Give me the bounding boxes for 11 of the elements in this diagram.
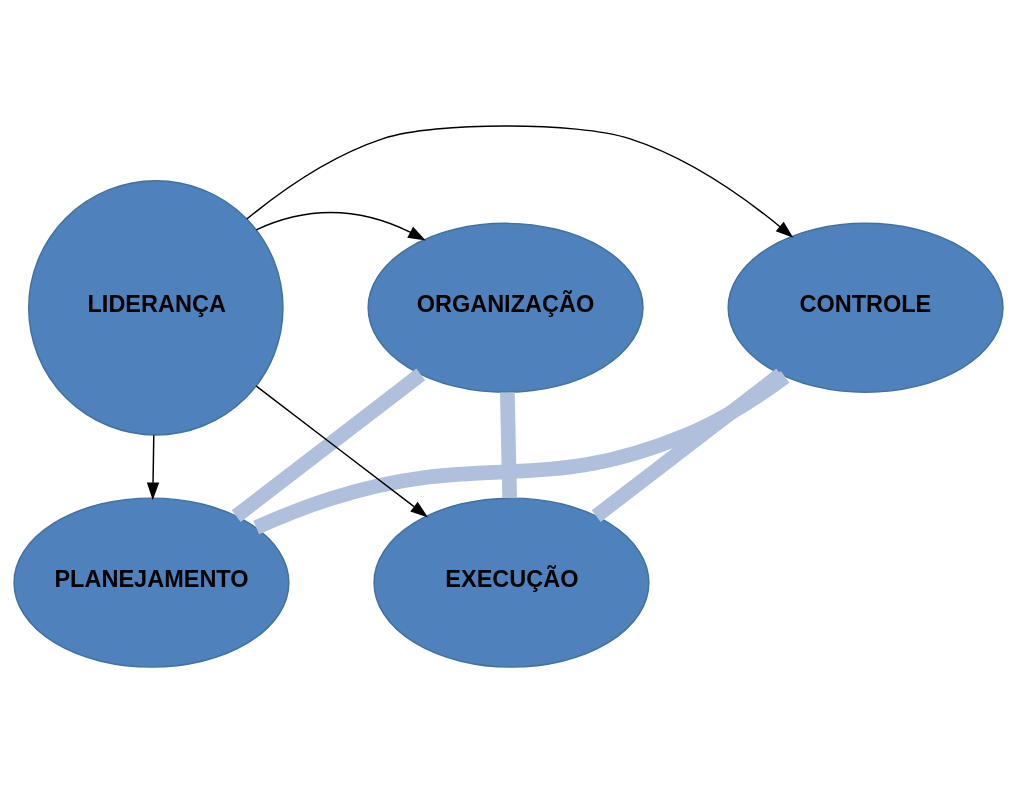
- connector: [500, 392, 517, 498]
- node-ellipse: PLANEJAMENTO: [13, 497, 290, 668]
- connector: [231, 368, 426, 522]
- node-ellipse: ORGANIZAÇÃO: [367, 222, 644, 394]
- arrow: [255, 211, 426, 241]
- node-circle: LIDERANÇA: [28, 180, 284, 436]
- connector: [253, 370, 790, 535]
- node-ellipse: EXECUÇÃO: [373, 497, 650, 668]
- arrow: [146, 434, 160, 501]
- arrow: [255, 385, 429, 518]
- arrow: [246, 125, 794, 238]
